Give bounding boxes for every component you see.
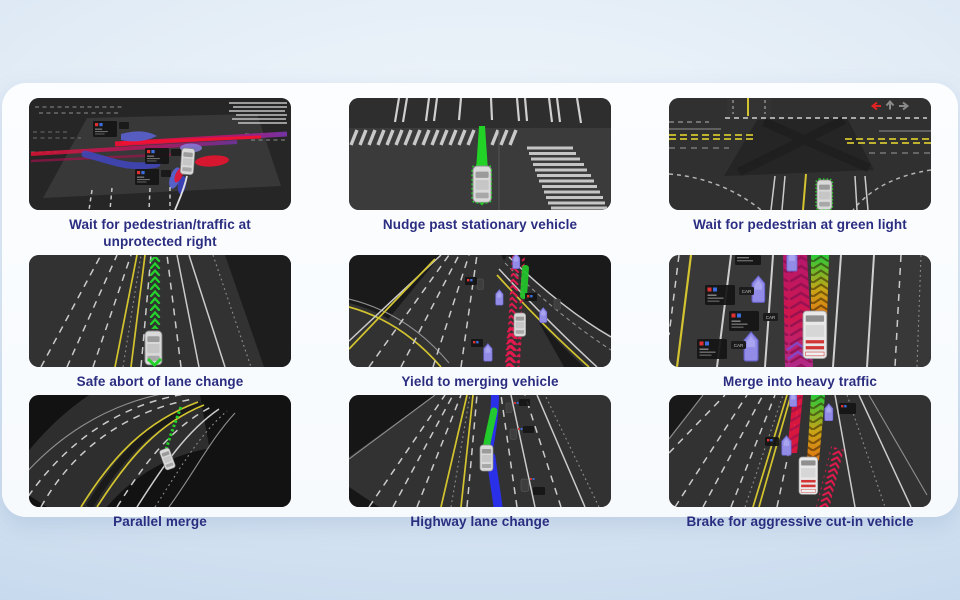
scenario-caption: Safe abort of lane change	[76, 374, 244, 389]
scenario-preview-green-light	[669, 98, 931, 210]
scenario-card-unprotected-right[interactable]: Wait for pedestrian/traffic at unprotect…	[29, 98, 291, 250]
scenario-caption: Parallel merge	[113, 514, 207, 529]
car-tag-label: CAR	[766, 315, 776, 320]
traffic-light-icon	[870, 99, 910, 111]
ego-vehicle	[472, 165, 492, 204]
ego-vehicle	[479, 444, 494, 472]
scenario-preview-unprotected-right	[29, 98, 291, 210]
scenario-caption: Yield to merging vehicle	[401, 374, 559, 389]
scenario-preview-parallel-merge	[29, 395, 291, 507]
scenario-thumbnail-merge-heavy[interactable]: CAR CAR CAR	[669, 255, 931, 367]
ego-vehicle	[802, 310, 828, 360]
scenario-card-parallel-merge[interactable]: Parallel merge	[29, 395, 291, 530]
scenario-card-safe-abort[interactable]: Safe abort of lane change	[29, 255, 291, 390]
scenario-caption: Wait for pedestrian at green light	[693, 217, 907, 232]
scenario-thumbnail-yield-merging[interactable]	[349, 255, 611, 367]
scenario-preview-nudge-past	[349, 98, 611, 210]
scenario-preview-yield-merging	[349, 255, 611, 367]
scenario-caption: Wait for pedestrian/traffic at unprotect…	[69, 217, 251, 249]
scenario-card-brake-cut-in[interactable]: Brake for aggressive cut-in vehicle	[669, 395, 931, 530]
scenario-preview-highway-lane-change	[349, 395, 611, 507]
scenario-caption: Merge into heavy traffic	[723, 374, 877, 389]
scenario-preview-safe-abort	[29, 255, 291, 367]
ego-vehicle	[513, 312, 527, 337]
car-tag-label: CAR	[742, 289, 752, 294]
scenario-caption: Nudge past stationary vehicle	[382, 217, 578, 232]
car-tag-label: CAR	[734, 343, 744, 348]
scenario-preview-brake-cut-in	[669, 395, 931, 507]
scenario-thumbnail-brake-cut-in[interactable]	[669, 395, 931, 507]
scenario-card-yield-merging[interactable]: Yield to merging vehicle	[349, 255, 611, 390]
scenario-card-highway-lane-change[interactable]: Highway lane change	[349, 395, 611, 530]
scenario-card-merge-heavy[interactable]: CAR CAR CAR Merge into heavy traffic	[669, 255, 931, 390]
scenario-caption: Highway lane change	[410, 514, 550, 529]
scenario-thumbnail-nudge-past[interactable]	[349, 98, 611, 210]
scenario-card-nudge-past[interactable]: Nudge past stationary vehicle	[349, 98, 611, 250]
scenario-thumbnail-parallel-merge[interactable]	[29, 395, 291, 507]
scenario-caption: Brake for aggressive cut-in vehicle	[686, 514, 914, 529]
scenario-thumbnail-safe-abort[interactable]	[29, 255, 291, 367]
ego-vehicle	[798, 456, 819, 495]
scenario-thumbnail-highway-lane-change[interactable]	[349, 395, 611, 507]
scenario-grid: Wait for pedestrian/traffic at unprotect…	[2, 83, 958, 530]
ego-vehicle	[179, 147, 196, 176]
ego-vehicle	[816, 179, 833, 210]
content-card: Wait for pedestrian/traffic at unprotect…	[2, 83, 958, 529]
scenario-preview-merge-heavy: CAR CAR CAR	[669, 255, 931, 367]
scenario-thumbnail-green-light[interactable]	[669, 98, 931, 210]
scenario-card-green-light[interactable]: Wait for pedestrian at green light	[669, 98, 931, 250]
scenario-thumbnail-unprotected-right[interactable]	[29, 98, 291, 210]
